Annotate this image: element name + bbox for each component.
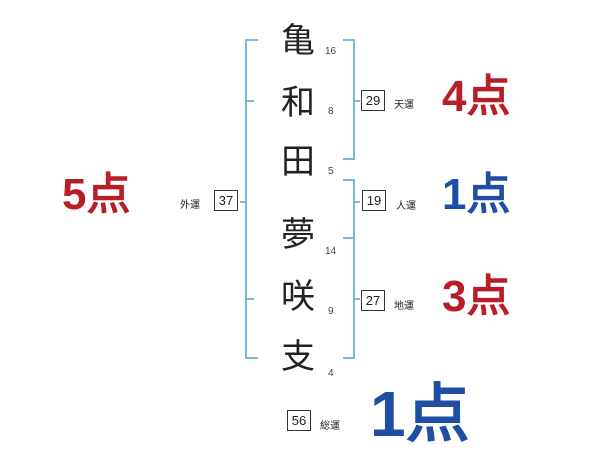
- souun-value-box: 56: [287, 410, 311, 431]
- name-char-4: 夢: [281, 215, 315, 255]
- jinun-score: 1点: [442, 170, 511, 219]
- chiun-label: 地運: [394, 301, 414, 312]
- chiun-value-box: 27: [361, 290, 385, 311]
- gaiun-label: 外運: [180, 200, 200, 211]
- jinun-value-box: 19: [362, 190, 386, 211]
- outer-bracket-mid: [246, 100, 254, 300]
- name-char-1: 亀: [281, 21, 315, 61]
- gaiun-score: 5点: [62, 170, 131, 219]
- stroke-count-1: 16: [325, 46, 337, 57]
- souun-score: 1点: [370, 378, 470, 450]
- jinun-bracket: [343, 179, 355, 239]
- jinun-label: 人運: [396, 201, 416, 212]
- tenun-bracket: [343, 39, 355, 160]
- tenun-value-box: 29: [361, 90, 385, 111]
- gaiun-value-box: 37: [214, 190, 238, 211]
- tenun-score: 4点: [442, 72, 511, 121]
- stroke-count-5: 9: [328, 306, 334, 317]
- stroke-count-3: 5: [328, 166, 334, 177]
- chiun-bracket: [343, 237, 355, 359]
- stroke-count-4: 14: [325, 246, 337, 257]
- name-char-5: 咲: [281, 277, 315, 317]
- name-char-2: 和: [281, 83, 315, 123]
- name-char-6: 支: [281, 337, 315, 377]
- name-char-3: 田: [281, 142, 315, 182]
- chiun-score: 3点: [442, 272, 511, 321]
- souun-label: 総運: [320, 421, 340, 432]
- tenun-label: 天運: [394, 100, 414, 111]
- outer-bracket: [245, 39, 258, 359]
- stroke-count-2: 8: [328, 106, 334, 117]
- stroke-count-6: 4: [328, 368, 334, 379]
